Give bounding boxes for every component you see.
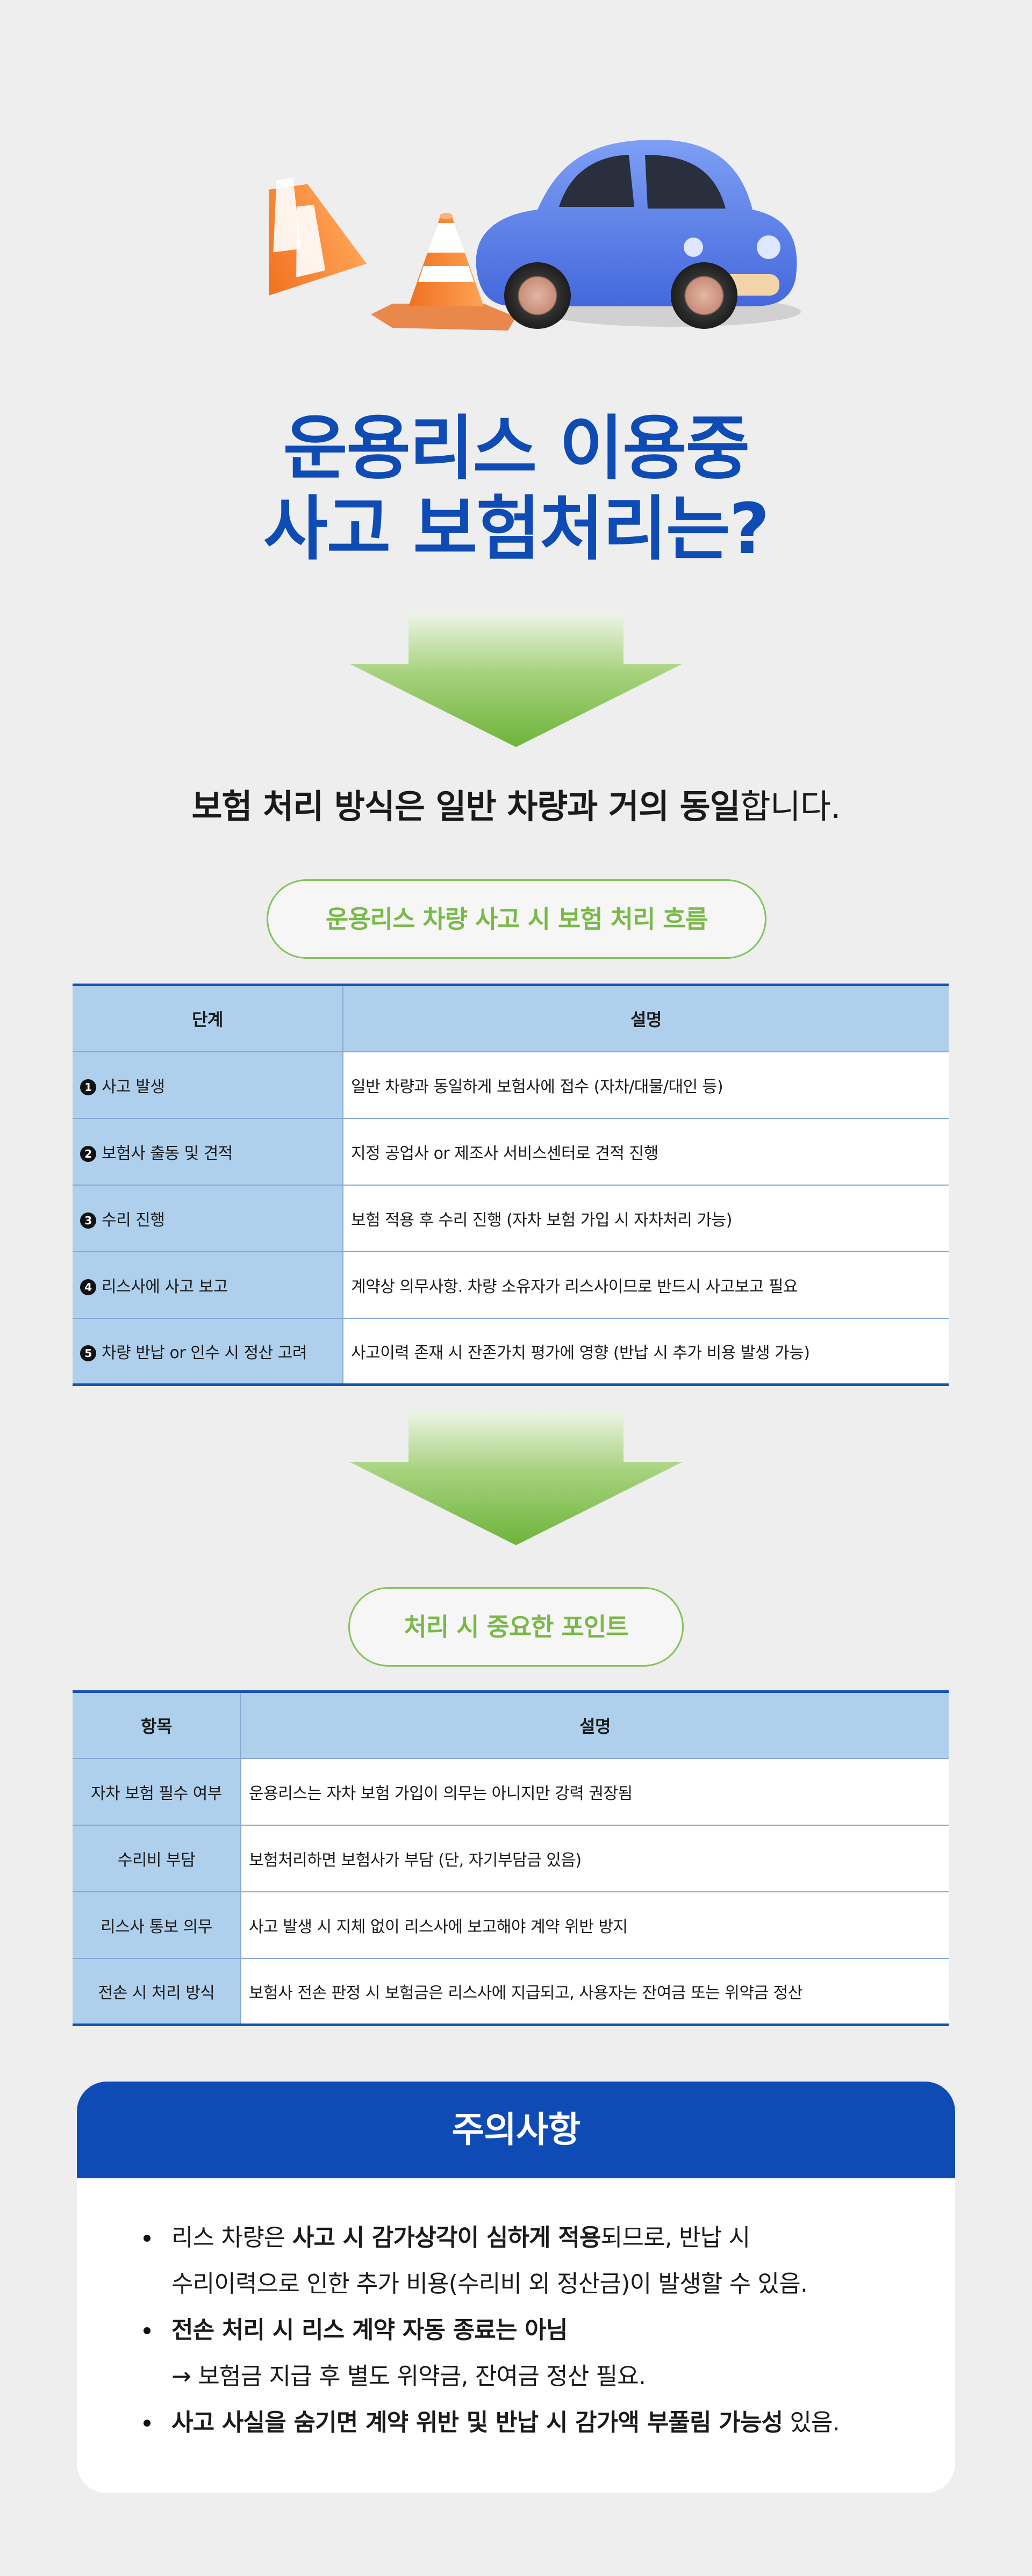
down-arrow-icon [349,613,683,747]
point-item: 수리비 부담 [73,1824,241,1892]
table-row: 1 사고 발생 일반 차량과 동일하게 보험사에 접수 (자차/대물/대인 등) [73,1051,949,1119]
step-label: 보험사 출동 및 견적 [102,1144,233,1163]
step-number: 3 [80,1212,96,1229]
step-number: 1 [80,1079,96,1095]
traffic-cone-icon [371,213,516,331]
page-title-line: 사고 보험처리는? [263,487,770,570]
table-header: 항목 [73,1691,241,1759]
point-item: 자차 보험 필수 여부 [73,1757,241,1826]
point-description: 사고 발생 시 지체 없이 리스사에 보고해야 계약 위반 방지 [240,1891,949,1959]
list-item: 사고 사실을 숨기면 계약 위반 및 반납 시 감가액 부풀림 가능성 있음. [144,2400,891,2446]
page-title-line: 운용리스 이용중 [283,407,750,489]
caution-title: 주의사항 [77,2082,955,2178]
flow-table: 단계 설명 1 사고 발생 일반 차량과 동일하게 보험사에 접수 (자차/대물/… [73,984,949,1386]
table-row: 3 수리 진행 보험 적용 후 수리 진행 (자차 보험 가입 시 자차처리 가능… [73,1184,949,1252]
caution-list: 리스 차량은 사고 시 감가상각이 심하게 적용되므로, 반납 시 수리이력으로… [77,2178,955,2446]
table-header: 단계 [73,984,343,1052]
table-row: 리스사 통보 의무 사고 발생 시 지체 없이 리스사에 보고해야 계약 위반 … [73,1891,949,1959]
step-description: 보험 적용 후 수리 진행 (자차 보험 가입 시 자차처리 가능) [342,1184,949,1252]
step-label: 수리 진행 [102,1210,165,1230]
table-row: 자차 보험 필수 여부 운용리스는 자차 보험 가입이 의무는 아니지만 강력 … [73,1757,949,1826]
point-item: 리스사 통보 의무 [73,1891,241,1959]
table-header: 설명 [342,984,949,1052]
step-description: 일반 차량과 동일하게 보험사에 접수 (자차/대물/대인 등) [342,1051,949,1119]
step-label: 사고 발생 [102,1077,165,1096]
step-description: 사고이력 존재 시 잔존가치 평가에 영향 (반납 시 추가 비용 발생 가능) [342,1317,949,1386]
points-table: 항목 설명 자차 보험 필수 여부 운용리스는 자차 보험 가입이 의무는 아니… [73,1690,949,2026]
point-description: 운용리스는 자차 보험 가입이 의무는 아니지만 강력 권장됨 [240,1757,949,1826]
step-label: 리스사에 사고 보고 [102,1277,228,1296]
hero-illustration [269,140,801,331]
caution-card: 주의사항 리스 차량은 사고 시 감가상각이 심하게 적용되므로, 반납 시 수… [77,2082,955,2493]
point-description: 보험처리하면 보험사가 부담 (단, 자기부담금 있음) [240,1824,949,1892]
lead-text: 보험 처리 방식은 일반 차량과 거의 동일합니다. [0,779,1032,828]
lead-text-rest: 합니다. [740,787,841,826]
points-section-pill: 처리 시 중요한 포인트 [348,1587,684,1667]
table-row: 전손 시 처리 방식 보험사 전손 판정 시 보험금은 리스사에 지급되고, 사… [73,1957,949,2026]
table-row: 4 리스사에 사고 보고 계약상 의무사항. 차량 소유자가 리스사이므로 반드시… [73,1251,949,1319]
step-description: 계약상 의무사항. 차량 소유자가 리스사이므로 반드시 사고보고 필요 [342,1251,949,1319]
list-item-continued: 수리이력으로 인한 추가 비용(수리비 외 정산금)이 발생할 수 있음. [171,2270,808,2298]
page-title: 운용리스 이용중 사고 보험처리는? [0,408,1032,569]
table-row: 5 차량 반납 or 인수 시 정산 고려 사고이력 존재 시 잔존가치 평가에 … [73,1317,949,1386]
list-item-sub: → 보험금 지급 후 별도 위약금, 잔여금 정산 필요. [171,2363,646,2390]
step-description: 지정 공업사 or 제조사 서비스센터로 견적 진행 [342,1117,949,1186]
traffic-cone-icon [269,177,367,296]
car-icon [476,140,801,329]
step-label: 차량 반납 or 인수 시 정산 고려 [102,1343,307,1362]
lead-text-bold: 보험 처리 방식은 일반 차량과 거의 동일 [191,787,741,826]
table-row: 2 보험사 출동 및 견적 지정 공업사 or 제조사 서비스센터로 견적 진행 [73,1117,949,1186]
flow-section-pill: 운용리스 차량 사고 시 보험 처리 흐름 [267,879,766,959]
list-item: 전손 처리 시 리스 계약 자동 종료는 아님 [144,2307,891,2353]
point-description: 보험사 전손 판정 시 보험금은 리스사에 지급되고, 사용자는 잔여금 또는 … [240,1957,949,2026]
table-header: 설명 [240,1691,949,1759]
down-arrow-icon [349,1411,683,1545]
point-item: 전손 시 처리 방식 [73,1957,241,2026]
list-item: 리스 차량은 사고 시 감가상각이 심하게 적용되므로, 반납 시 [144,2215,891,2261]
table-row: 수리비 부담 보험처리하면 보험사가 부담 (단, 자기부담금 있음) [73,1824,949,1892]
step-number: 5 [80,1345,96,1361]
step-number: 4 [80,1279,96,1295]
step-number: 2 [80,1145,96,1162]
